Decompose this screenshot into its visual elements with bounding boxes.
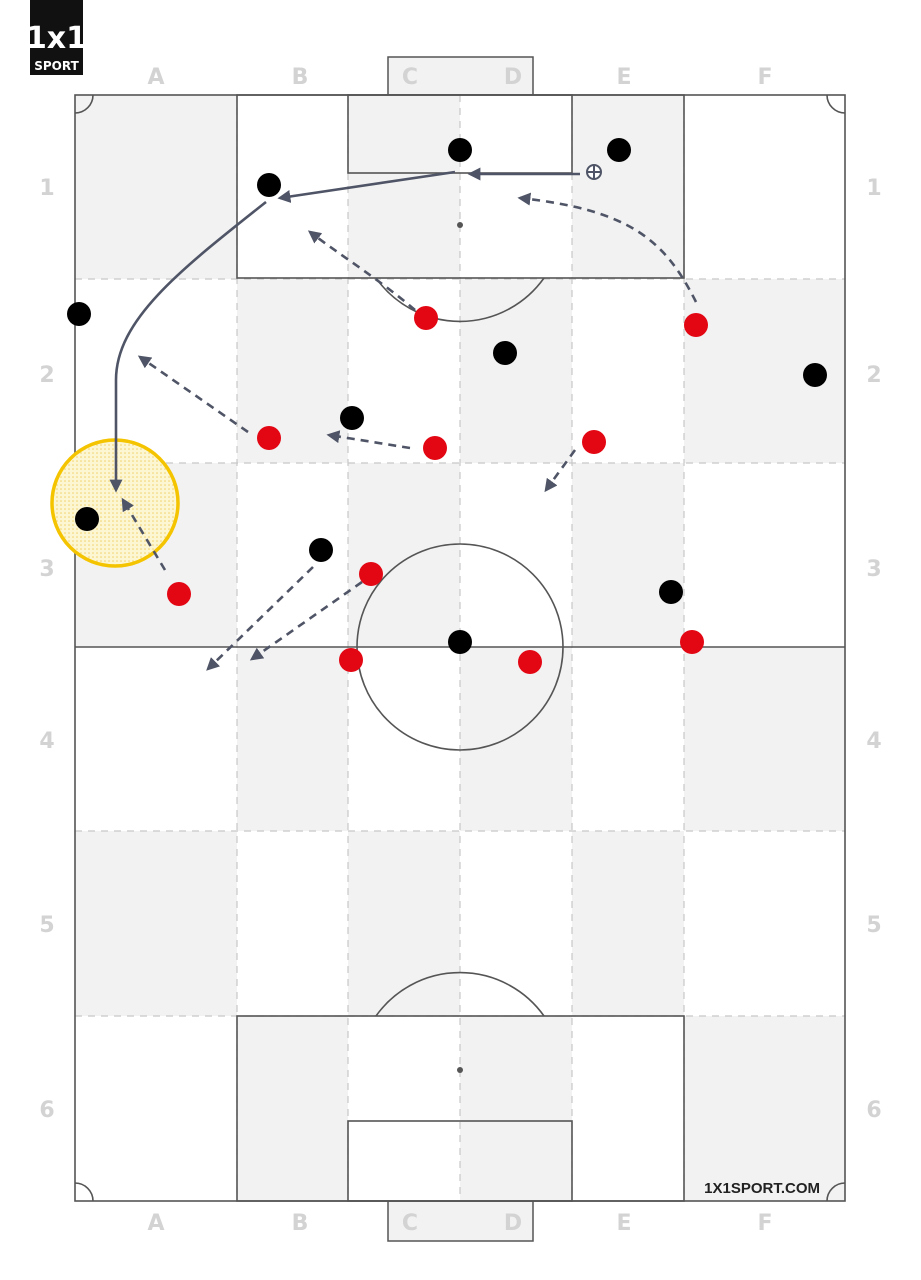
player-red <box>423 436 447 460</box>
row-label-left: 1 <box>39 176 54 201</box>
team-black <box>67 138 827 654</box>
col-label-top: B <box>292 65 309 90</box>
top-penalty-arc <box>375 277 545 323</box>
player-black <box>67 302 91 326</box>
player-red <box>257 426 281 450</box>
player-red <box>680 630 704 654</box>
center-circle <box>356 543 564 751</box>
player-black <box>803 363 827 387</box>
corner-arc <box>826 1182 846 1202</box>
top-six-yard-box <box>347 94 573 174</box>
logo-word: SPORT <box>34 59 79 73</box>
watermark: 1X1SPORT.COM <box>704 1180 820 1197</box>
corner-arc <box>74 94 94 114</box>
row-label-left: 5 <box>39 913 54 938</box>
player-black <box>75 507 99 531</box>
row-label-left: 6 <box>39 1098 54 1123</box>
logo-mark: 1x1 <box>26 21 87 56</box>
player-black <box>493 341 517 365</box>
player-red <box>359 562 383 586</box>
row-label-left: 3 <box>39 557 54 582</box>
pass-arrow <box>109 200 267 493</box>
bottom-penalty-arc <box>375 971 545 1017</box>
player-black <box>309 538 333 562</box>
col-label-top: C <box>402 65 418 90</box>
col-label-bottom: D <box>504 1211 522 1236</box>
passes <box>109 167 580 493</box>
grid-labels: A B C D E F A B C D E F 1 2 3 4 5 6 1 2 … <box>39 65 881 1236</box>
player-red <box>167 582 191 606</box>
row-label-right: 5 <box>866 913 881 938</box>
player-black <box>448 138 472 162</box>
row-label-left: 4 <box>39 729 54 754</box>
player-red <box>582 430 606 454</box>
pitch-markings <box>74 94 846 1202</box>
row-label-right: 4 <box>866 729 881 754</box>
ball-icon <box>586 164 602 180</box>
row-label-left: 2 <box>39 363 54 388</box>
col-label-bottom: A <box>147 1211 164 1236</box>
player-black <box>448 630 472 654</box>
run-arrow <box>206 566 314 671</box>
runs <box>121 192 698 671</box>
col-label-top: E <box>616 65 631 90</box>
col-label-bottom: C <box>402 1211 418 1236</box>
col-label-bottom: F <box>757 1211 772 1236</box>
bottom-six-yard-box <box>347 1120 573 1202</box>
player-black <box>257 173 281 197</box>
bottom-penalty-spot <box>457 1067 463 1073</box>
logo: 1x1 SPORT <box>26 0 87 75</box>
top-penalty-spot <box>457 222 463 228</box>
player-red <box>339 648 363 672</box>
corner-arc <box>74 1182 94 1202</box>
col-label-bottom: B <box>292 1211 309 1236</box>
player-red <box>684 313 708 337</box>
pass-arrow <box>277 170 456 203</box>
corner-arc <box>826 94 846 114</box>
col-label-top: D <box>504 65 522 90</box>
player-black <box>607 138 631 162</box>
col-label-top: F <box>757 65 772 90</box>
col-label-bottom: E <box>616 1211 631 1236</box>
top-goal <box>387 56 534 96</box>
row-label-right: 2 <box>866 363 881 388</box>
col-label-top: A <box>147 65 164 90</box>
team-red <box>167 306 708 674</box>
player-red <box>518 650 542 674</box>
run-arrow <box>307 230 416 311</box>
player-red <box>414 306 438 330</box>
run-arrow <box>137 355 249 434</box>
row-label-right: 6 <box>866 1098 881 1123</box>
row-label-right: 3 <box>866 557 881 582</box>
player-black <box>659 580 683 604</box>
player-black <box>340 406 364 430</box>
row-label-right: 1 <box>866 176 881 201</box>
